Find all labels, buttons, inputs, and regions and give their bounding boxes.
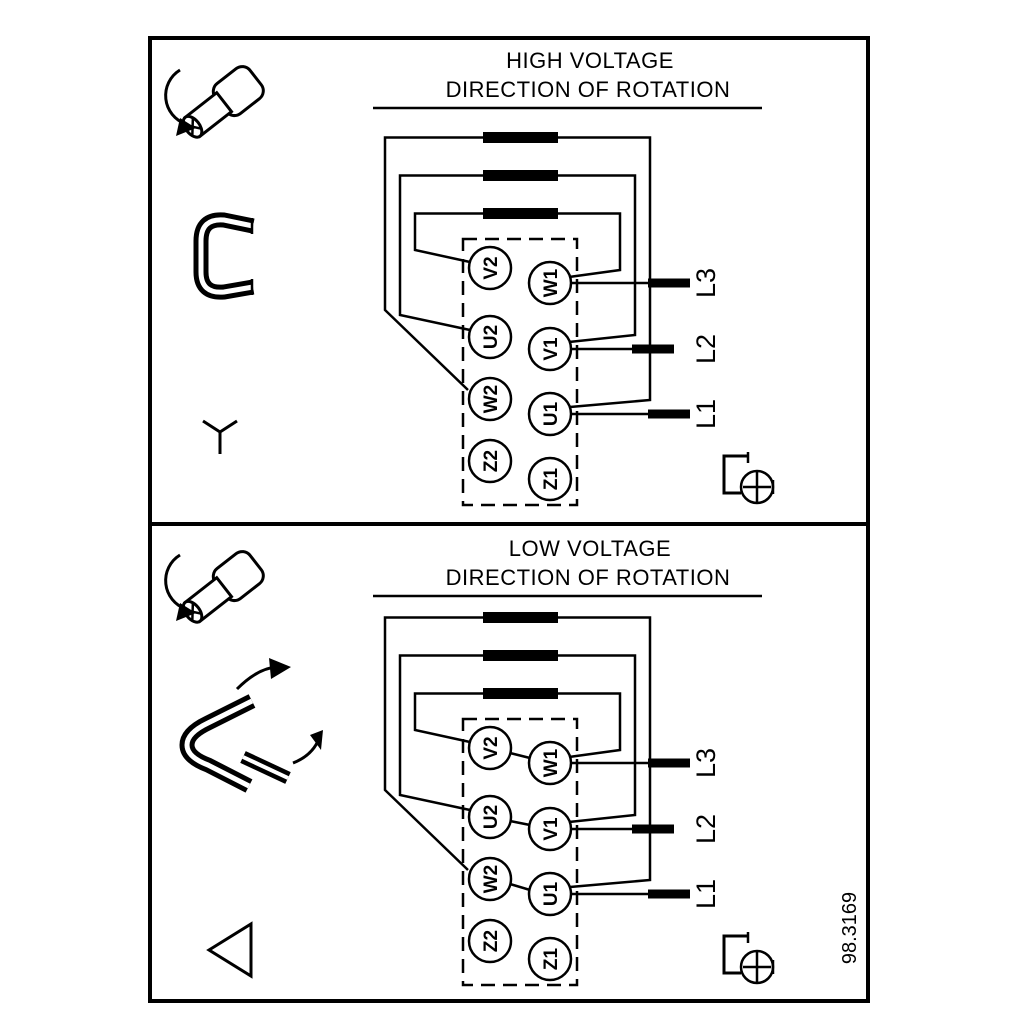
panel-border xyxy=(148,522,870,1003)
jumper-links-delta-icon xyxy=(179,658,323,793)
terminal-label: V2 xyxy=(481,256,502,279)
terminal-label: V1 xyxy=(541,817,562,841)
terminal-label: Z1 xyxy=(541,467,562,490)
terminal-label: V2 xyxy=(481,736,502,759)
terminal-label: V1 xyxy=(541,337,562,361)
terminal-label: U1 xyxy=(541,881,562,906)
line-label: L1 xyxy=(691,879,721,909)
delta-link-wire xyxy=(509,819,531,827)
panel-low-voltage: LOW VOLTAGE DIRECTION OF ROTATION V2 U2 … xyxy=(148,522,870,1003)
terminal-block-low xyxy=(385,612,773,985)
terminal-label: U1 xyxy=(541,401,562,426)
terminal-label: Z1 xyxy=(541,947,562,970)
delta-link-wire xyxy=(509,882,531,892)
panel-title: LOW VOLTAGE xyxy=(509,536,671,561)
terminal-label: W1 xyxy=(541,268,562,297)
panel-high-voltage: HIGH VOLTAGE DIRECTION OF ROTATION V2 U2… xyxy=(148,36,870,526)
delta-link-wire xyxy=(509,751,531,760)
jumper-link-icon xyxy=(193,212,255,300)
terminal-label: Z2 xyxy=(481,930,502,952)
figure-number: 98.3169 xyxy=(839,892,861,964)
line-label: L2 xyxy=(691,334,721,364)
line-label: L3 xyxy=(691,268,721,298)
terminal-label: W1 xyxy=(541,748,562,777)
terminal-label: W2 xyxy=(481,865,502,894)
line-label: L1 xyxy=(691,399,721,429)
panel-title: HIGH VOLTAGE xyxy=(506,48,674,73)
delta-connection-icon xyxy=(206,921,253,979)
terminal-label: U2 xyxy=(481,325,502,349)
rotation-screw-icon xyxy=(164,546,269,633)
line-label: L3 xyxy=(691,748,721,778)
terminal-block-high xyxy=(385,132,773,505)
rotation-screw-icon xyxy=(164,61,269,148)
terminal-label: Z2 xyxy=(481,450,502,472)
panel-subtitle: DIRECTION OF ROTATION xyxy=(446,77,731,102)
panel-subtitle: DIRECTION OF ROTATION xyxy=(446,565,731,590)
terminal-label: W2 xyxy=(481,385,502,414)
star-connection-icon xyxy=(202,419,238,454)
line-label: L2 xyxy=(691,814,721,844)
terminal-label: U2 xyxy=(481,805,502,829)
